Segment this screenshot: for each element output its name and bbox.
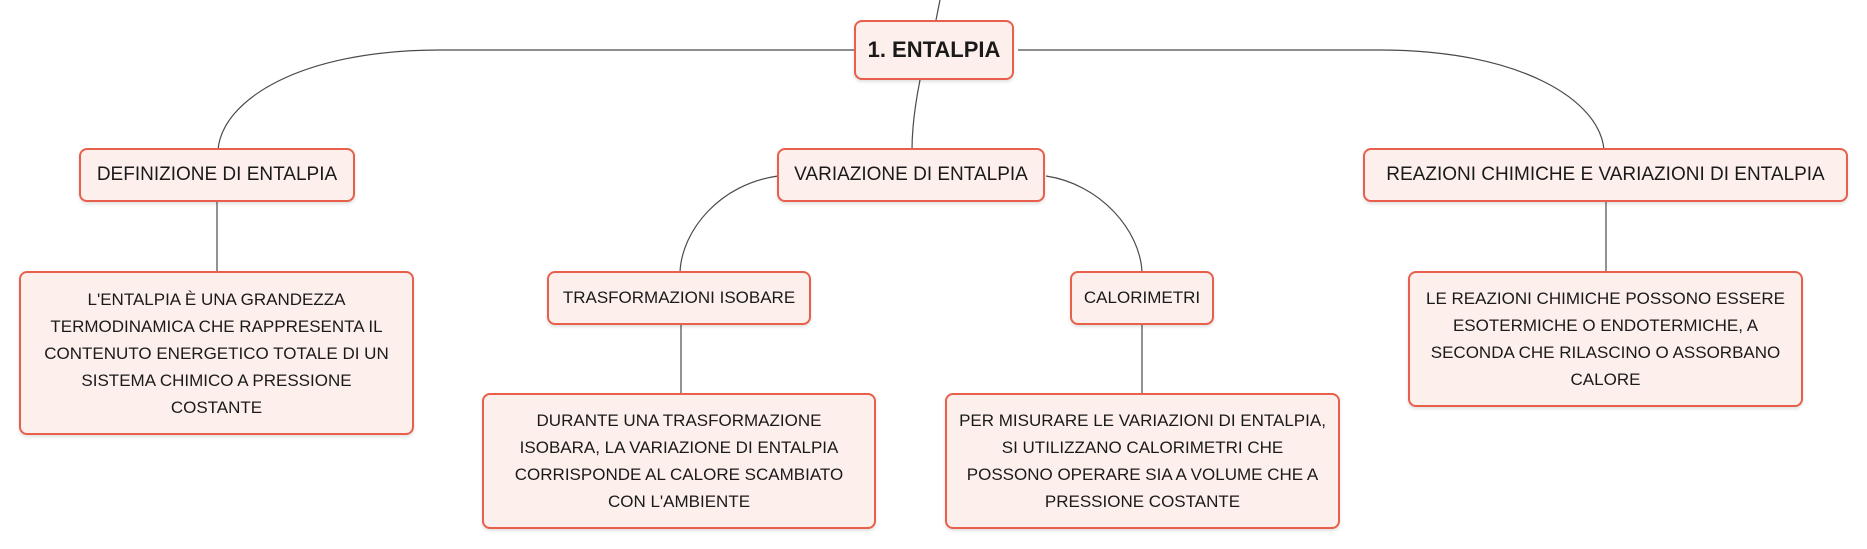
connector-root-to-variazione xyxy=(911,79,921,151)
detail-node-calorimetri[interactable]: PER MISURARE LE VARIAZIONI DI ENTALPIA, … xyxy=(945,393,1340,529)
root-node[interactable]: 1. ENTALPIA xyxy=(854,20,1014,80)
subtopic-node-calorimetri[interactable]: CALORIMETRI xyxy=(1070,271,1214,325)
detail-node-reazioni[interactable]: LE REAZIONI CHIMICHE POSSONO ESSERE ESOT… xyxy=(1408,271,1803,407)
detail-node-text: L'ENTALPIA È UNA GRANDEZZA TERMODINAMICA… xyxy=(44,289,389,417)
topic-node-label: DEFINIZIONE DI ENTALPIA xyxy=(96,164,338,185)
subtopic-node-label: CALORIMETRI xyxy=(1083,288,1201,307)
detail-node-definizione[interactable]: L'ENTALPIA È UNA GRANDEZZA TERMODINAMICA… xyxy=(19,271,414,435)
topic-node-reazioni[interactable]: REAZIONI CHIMICHE E VARIAZIONI DI ENTALP… xyxy=(1363,148,1848,202)
detail-node-text: PER MISURARE LE VARIAZIONI DI ENTALPIA, … xyxy=(959,411,1326,511)
connector-root-up xyxy=(935,0,941,21)
subtopic-node-label: TRASFORMAZIONI ISOBARE xyxy=(562,288,796,307)
topic-node-variazione[interactable]: VARIAZIONE DI ENTALPIA xyxy=(777,148,1045,202)
detail-node-text: LE REAZIONI CHIMICHE POSSONO ESSERE ESOT… xyxy=(1426,289,1785,389)
detail-node-text: DURANTE UNA TRASFORMAZIONE ISOBARA, LA V… xyxy=(514,411,844,511)
topic-node-label: VARIAZIONE DI ENTALPIA xyxy=(794,164,1028,185)
connector-variazione-to-isobare xyxy=(679,175,779,273)
connector-variazione-to-calorimetri xyxy=(1045,175,1143,273)
topic-node-definizione[interactable]: DEFINIZIONE DI ENTALPIA xyxy=(79,148,355,202)
connector-root-to-reazioni xyxy=(1018,49,1605,151)
detail-node-isobare[interactable]: DURANTE UNA TRASFORMAZIONE ISOBARA, LA V… xyxy=(482,393,876,529)
root-node-label: 1. ENTALPIA xyxy=(867,37,1001,62)
topic-node-label: REAZIONI CHIMICHE E VARIAZIONI DI ENTALP… xyxy=(1386,164,1825,185)
connector-root-to-definizione xyxy=(217,49,858,151)
subtopic-node-isobare[interactable]: TRASFORMAZIONI ISOBARE xyxy=(547,271,811,325)
